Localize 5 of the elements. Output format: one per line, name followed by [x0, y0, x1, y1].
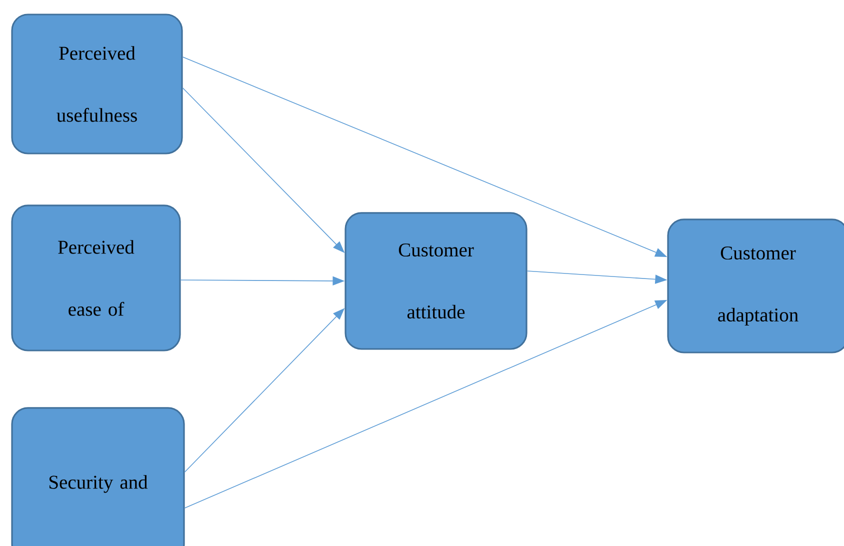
process-box: Perceived usefulness [11, 14, 183, 154]
process-box: Customer attitude [344, 212, 528, 350]
process-box: Customer adaptation [667, 218, 844, 354]
process-box: Security and [11, 407, 185, 546]
process-box: Perceived ease of [11, 204, 181, 352]
